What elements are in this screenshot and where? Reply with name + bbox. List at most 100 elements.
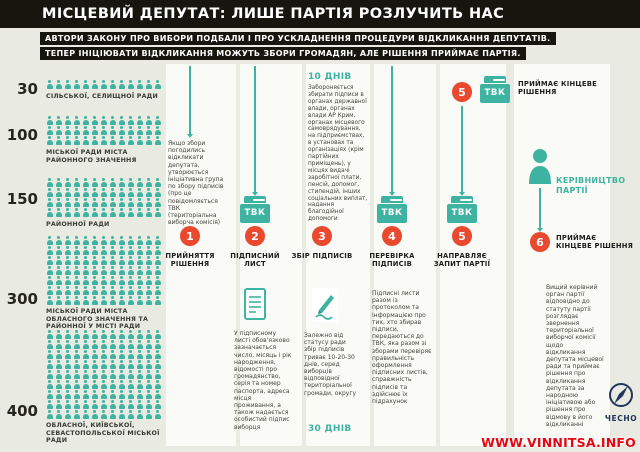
person-icon bbox=[55, 330, 62, 339]
person-icon bbox=[82, 296, 89, 305]
person-icon bbox=[109, 340, 116, 349]
council-label-city: МІСЬКОЇ РАДИ МІСТА ОБЛАСНОГО ЗНАЧЕННЯ ТА… bbox=[46, 308, 149, 330]
person-icon bbox=[91, 236, 98, 245]
council-count-rayon: 150 bbox=[6, 190, 38, 208]
pictogram-grid bbox=[46, 330, 164, 420]
person-icon bbox=[73, 410, 80, 419]
person-icon bbox=[154, 198, 161, 207]
person-icon bbox=[109, 350, 116, 359]
chesno-logo-text: ЧЕСНО bbox=[604, 414, 638, 423]
person-icon bbox=[136, 296, 143, 305]
step3-note: Залежно від статусу ради збір підписів т… bbox=[304, 332, 357, 397]
person-icon bbox=[118, 330, 125, 339]
person-icon bbox=[91, 330, 98, 339]
person-icon bbox=[109, 266, 116, 275]
person-icon bbox=[145, 330, 152, 339]
person-icon bbox=[118, 126, 125, 135]
person-icon bbox=[136, 80, 143, 89]
person-icon bbox=[73, 178, 80, 187]
tvk-final-decision-label: ПРИЙМАЄ КІНЦЕВЕ РІШЕННЯ bbox=[518, 80, 597, 96]
person-icon bbox=[127, 136, 134, 145]
person-icon bbox=[91, 178, 98, 187]
person-icon bbox=[82, 80, 89, 89]
person-icon bbox=[46, 116, 53, 125]
person-icon bbox=[136, 400, 143, 409]
person-icon bbox=[91, 350, 98, 359]
person-icon bbox=[118, 276, 125, 285]
person-icon bbox=[127, 296, 134, 305]
person-icon bbox=[118, 188, 125, 197]
person-icon bbox=[91, 276, 98, 285]
person-icon bbox=[64, 256, 71, 265]
person-icon bbox=[73, 276, 80, 285]
pictogram-grid bbox=[46, 80, 164, 90]
step4-note: Підписні листи разом із протоколом та ін… bbox=[372, 290, 432, 406]
restrictions-duration: 10 ДНІВ bbox=[308, 72, 352, 82]
connector-line-step5 bbox=[459, 106, 465, 196]
person-icon bbox=[154, 178, 161, 187]
person-icon bbox=[100, 390, 107, 399]
person-icon bbox=[55, 340, 62, 349]
person-icon bbox=[118, 136, 125, 145]
person-icon bbox=[46, 350, 53, 359]
person-icon bbox=[127, 276, 134, 285]
person-icon bbox=[136, 178, 143, 187]
person-icon bbox=[136, 350, 143, 359]
tvk-label: ТВК bbox=[480, 84, 510, 103]
person-icon bbox=[154, 400, 161, 409]
person-icon bbox=[154, 340, 161, 349]
person-icon bbox=[118, 246, 125, 255]
person-icon bbox=[73, 330, 80, 339]
person-icon bbox=[73, 390, 80, 399]
person-icon bbox=[100, 410, 107, 419]
person-icon bbox=[154, 236, 161, 245]
person-icon bbox=[100, 380, 107, 389]
person-icon bbox=[145, 410, 152, 419]
person-icon bbox=[145, 350, 152, 359]
person-icon bbox=[82, 370, 89, 379]
step5-badge: 5 bbox=[452, 226, 472, 246]
person-icon bbox=[46, 400, 53, 409]
person-icon bbox=[91, 340, 98, 349]
person-icon bbox=[136, 266, 143, 275]
person-icon bbox=[55, 236, 62, 245]
person-icon bbox=[46, 370, 53, 379]
person-icon bbox=[145, 360, 152, 369]
person-icon bbox=[154, 350, 161, 359]
person-icon bbox=[127, 116, 134, 125]
person-icon bbox=[82, 410, 89, 419]
person-icon bbox=[46, 380, 53, 389]
person-icon bbox=[109, 400, 116, 409]
person-icon bbox=[127, 350, 134, 359]
person-icon bbox=[55, 116, 62, 125]
person-icon bbox=[109, 380, 116, 389]
ballot-box-lid bbox=[381, 196, 403, 203]
person-icon bbox=[82, 126, 89, 135]
person-icon bbox=[145, 370, 152, 379]
step1-badge: 1 bbox=[180, 226, 200, 246]
person-icon bbox=[154, 360, 161, 369]
person-icon bbox=[118, 360, 125, 369]
person-icon bbox=[109, 246, 116, 255]
column-panel-2 bbox=[240, 64, 302, 446]
person-icon bbox=[109, 370, 116, 379]
person-icon bbox=[55, 296, 62, 305]
site-url[interactable]: WWW.VINNITSA.INFO bbox=[481, 435, 636, 450]
person-icon bbox=[136, 360, 143, 369]
person-icon bbox=[127, 246, 134, 255]
person-icon bbox=[145, 276, 152, 285]
person-icon bbox=[145, 390, 152, 399]
person-icon bbox=[145, 136, 152, 145]
person-icon bbox=[118, 380, 125, 389]
compass-icon bbox=[609, 383, 633, 407]
person-icon bbox=[64, 330, 71, 339]
person-icon bbox=[145, 400, 152, 409]
person-icon bbox=[46, 246, 53, 255]
person-icon bbox=[100, 350, 107, 359]
person-icon bbox=[118, 400, 125, 409]
person-icon bbox=[46, 126, 53, 135]
party-leader-icon bbox=[527, 148, 553, 190]
step6-badge: 6 bbox=[530, 232, 550, 252]
person-icon bbox=[73, 380, 80, 389]
person-icon bbox=[127, 330, 134, 339]
